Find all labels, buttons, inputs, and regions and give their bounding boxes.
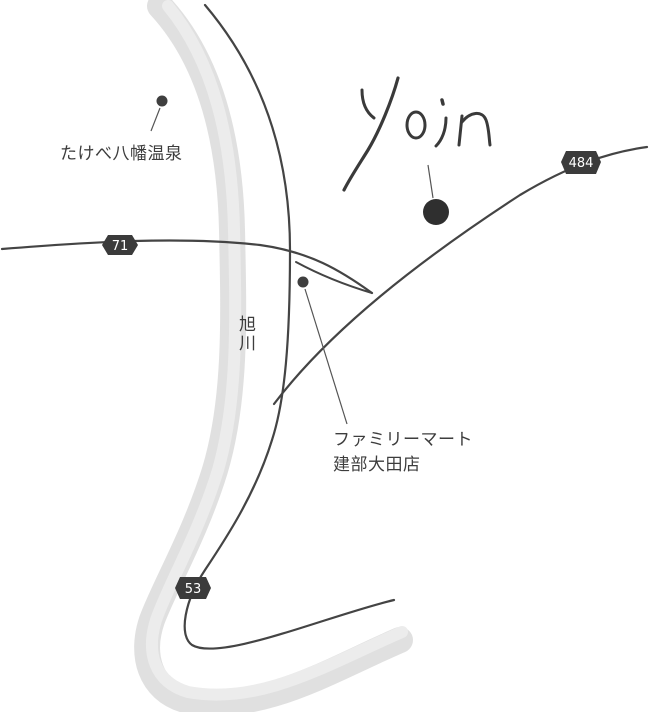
svg-text:484: 484 bbox=[569, 156, 594, 171]
road-connector bbox=[295, 261, 373, 294]
route-shield-484: 484 bbox=[561, 151, 601, 174]
familymart-marker bbox=[297, 276, 348, 425]
river-asahi bbox=[134, 0, 413, 712]
label-familymart-1: ファミリーマート bbox=[333, 430, 473, 450]
yojn-location-marker bbox=[423, 164, 449, 225]
route-shield-53: 53 bbox=[175, 577, 211, 599]
svg-text:71: 71 bbox=[112, 239, 129, 254]
road-71 bbox=[0, 239, 374, 295]
svg-text:53: 53 bbox=[185, 582, 202, 597]
label-onsen: たけべ八幡温泉 bbox=[60, 144, 183, 164]
label-river-asahi: 旭川 bbox=[235, 315, 255, 353]
yojn-logo bbox=[342, 76, 492, 192]
road-53 bbox=[183, 3, 396, 650]
label-familymart-2: 建部大田店 bbox=[333, 455, 421, 475]
onsen-marker bbox=[150, 95, 168, 132]
route-shield-71: 71 bbox=[102, 235, 138, 255]
road-484 bbox=[272, 145, 649, 406]
